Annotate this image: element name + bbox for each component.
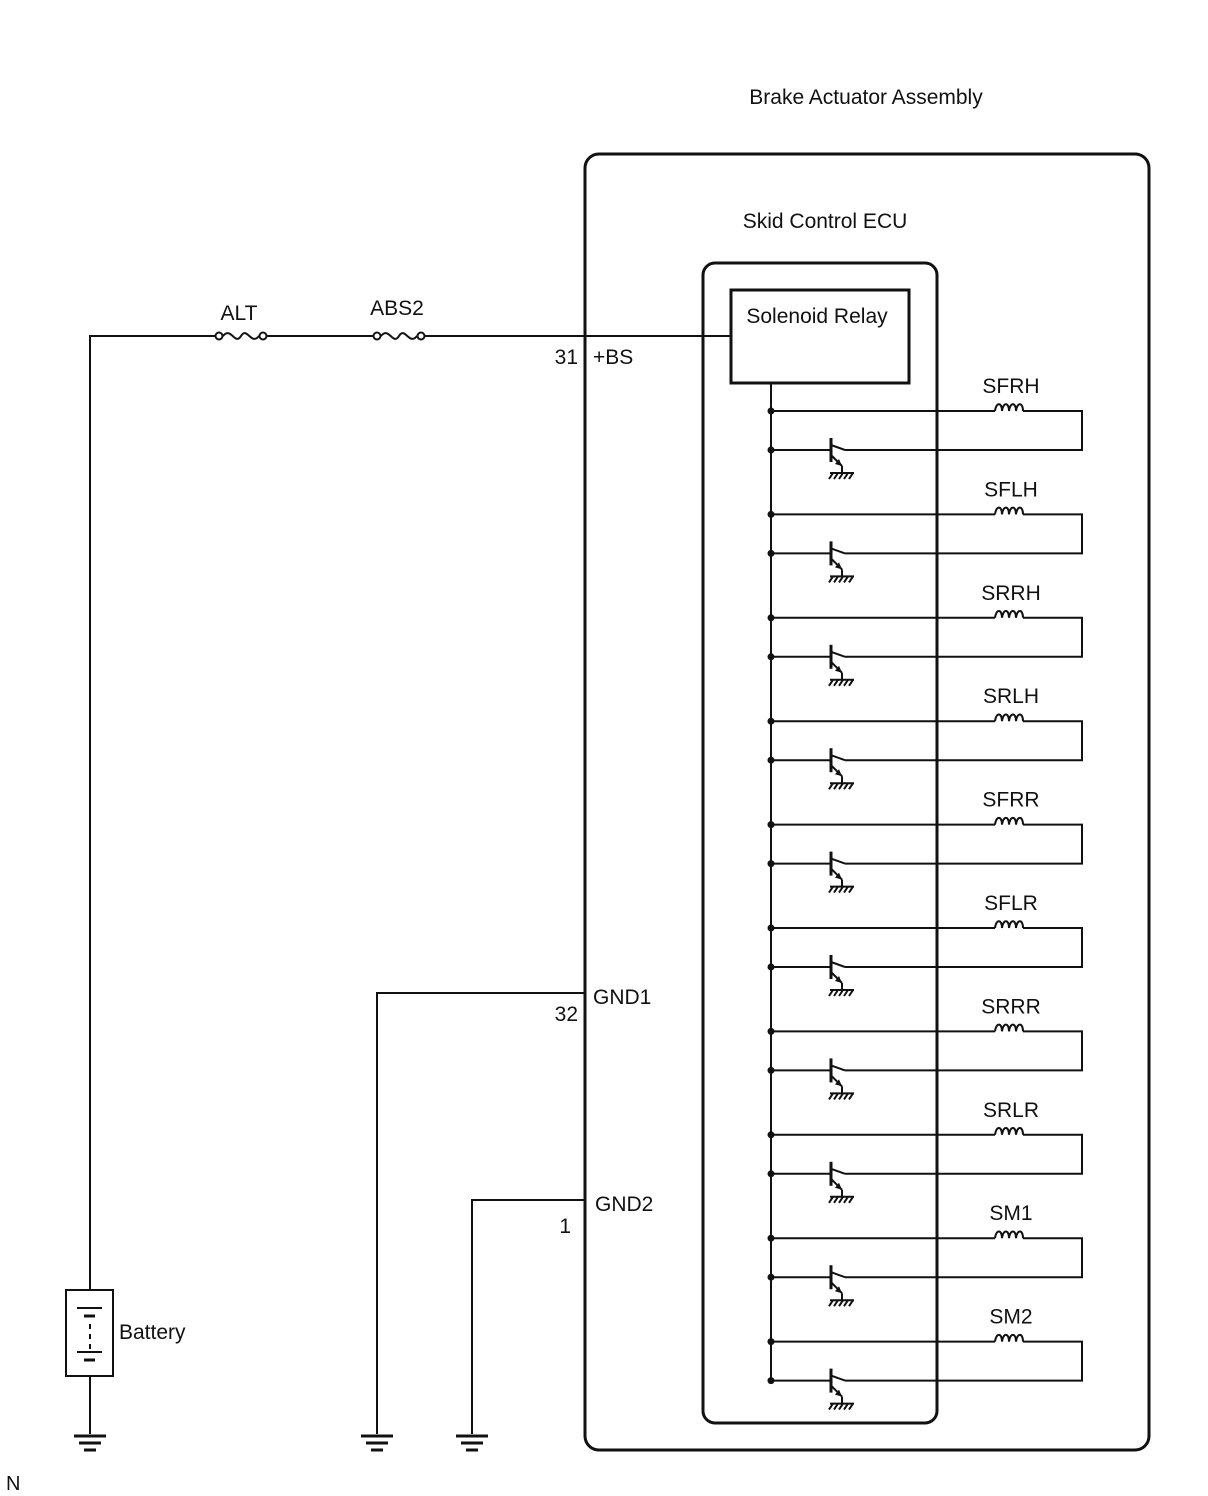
battery-label: Battery <box>119 1321 186 1344</box>
gnd1-wire <box>376 992 585 1434</box>
solenoid-row-sflr: SFLR <box>767 892 1083 997</box>
ground-icon <box>456 1434 488 1452</box>
battery-box <box>65 1289 114 1377</box>
coil-icon <box>994 816 1024 825</box>
terminal-31-pin: 31 <box>555 346 578 369</box>
solenoid-relay-label: Solenoid Relay <box>746 305 888 328</box>
solenoid-return-wire <box>845 720 1083 762</box>
solenoid-label: SFRR <box>982 789 1039 812</box>
terminal-32-pin: 32 <box>555 1003 578 1026</box>
solenoid-label: SFLH <box>984 478 1038 501</box>
solenoid-return-wire <box>845 616 1083 658</box>
coil-icon <box>994 1230 1024 1239</box>
transistor-icon <box>828 1368 854 1411</box>
solenoid-row-sm1: SM1 <box>767 1202 1083 1307</box>
assembly-title: Brake Actuator Assembly <box>749 86 983 109</box>
solenoid-return-wire <box>845 927 1083 968</box>
transistor-icon <box>828 748 854 790</box>
solenoid-label: SFRH <box>982 375 1039 398</box>
solenoid-label: SRRH <box>981 582 1041 605</box>
solenoid-row-sm2: SM2 <box>767 1306 1083 1411</box>
coil-icon <box>994 713 1024 722</box>
transistor-icon <box>828 1161 854 1204</box>
solenoid-return-wire <box>845 1340 1083 1382</box>
solenoid-row-srlh: SRLH <box>767 685 1083 790</box>
transistor-icon <box>828 644 854 687</box>
solenoid-label: SM1 <box>989 1202 1032 1225</box>
battery-symbol <box>77 1307 102 1362</box>
solenoid-label: SRLR <box>983 1099 1039 1122</box>
brake-actuator-assembly-box <box>583 152 1151 1452</box>
solenoid-label: SRLH <box>983 685 1039 708</box>
solenoid-return-wire <box>845 513 1083 555</box>
solenoid-row-sfrr: SFRR <box>767 789 1083 894</box>
transistor-icon <box>828 851 854 894</box>
terminal-bs-name: +BS <box>593 346 633 369</box>
ground-icon <box>74 1434 106 1452</box>
fuse-abs2 <box>372 331 426 341</box>
coil-icon <box>994 1023 1024 1032</box>
transistor-icon <box>828 1265 854 1307</box>
terminal-gnd1-name: GND1 <box>593 986 651 1009</box>
solenoid-return-wire <box>845 823 1083 865</box>
solenoid-row-srlr: SRLR <box>767 1099 1083 1204</box>
solenoid-label: SM2 <box>989 1306 1032 1329</box>
solenoid-relay-box <box>729 288 911 385</box>
transistor-icon <box>828 955 854 997</box>
gnd2-wire <box>471 1199 585 1434</box>
ground-icon <box>361 1434 393 1452</box>
solenoid-label: SRRR <box>981 995 1041 1018</box>
coil-icon <box>994 610 1024 618</box>
coil-icon <box>994 403 1024 412</box>
solenoid-row-srrh: SRRH <box>767 582 1083 687</box>
solenoid-return-wire <box>845 1030 1083 1072</box>
transistor-icon <box>828 1058 854 1100</box>
fuse-alt <box>214 331 268 341</box>
terminal-gnd2-name: GND2 <box>595 1193 653 1216</box>
fuse-alt-label: ALT <box>221 302 258 325</box>
battery-positive-wire <box>89 335 731 1290</box>
fuse-abs2-label: ABS2 <box>370 297 424 320</box>
terminal-1-pin: 1 <box>559 1215 571 1238</box>
coil-icon <box>994 1333 1024 1342</box>
solenoid-row-srrr: SRRR <box>767 995 1083 1100</box>
transistor-icon <box>828 541 854 583</box>
solenoid-return-wire <box>845 410 1083 451</box>
solenoid-return-wire <box>845 1133 1083 1175</box>
solenoid-return-wire <box>845 1237 1083 1279</box>
solenoid-label: SFLR <box>984 892 1038 915</box>
skid-control-ecu-box <box>701 261 939 1425</box>
solenoid-row-sflh: SFLH <box>767 478 1083 583</box>
ecu-title: Skid Control ECU <box>743 210 908 233</box>
coil-icon <box>994 506 1024 515</box>
transistor-icon <box>828 438 854 480</box>
coil-icon <box>994 920 1024 929</box>
solenoid-row-sfrh: SFRH <box>767 375 1083 480</box>
corner-mark: N <box>6 1473 20 1495</box>
coil-icon <box>994 1127 1024 1135</box>
